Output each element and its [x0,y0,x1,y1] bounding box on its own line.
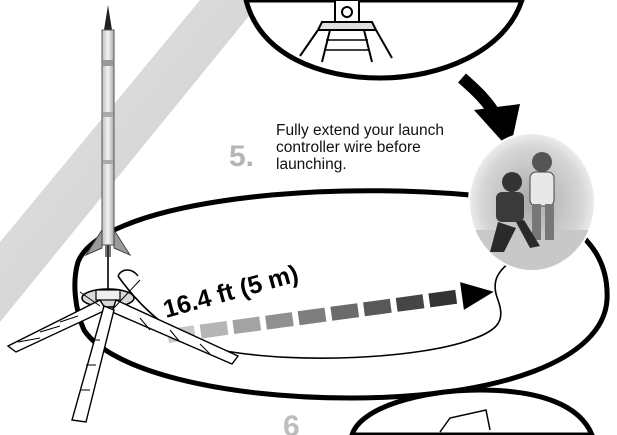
detail-magnifier [246,0,522,78]
step-instruction: Fully extend your launch controller wire… [276,122,491,173]
instruction-line-2: controller wire before [276,139,491,156]
instruction-line-3: launching. [276,156,491,173]
next-step-number: 6 [283,412,300,435]
step-number: 5. [229,142,254,172]
instruction-line-1: Fully extend your launch [276,122,491,139]
